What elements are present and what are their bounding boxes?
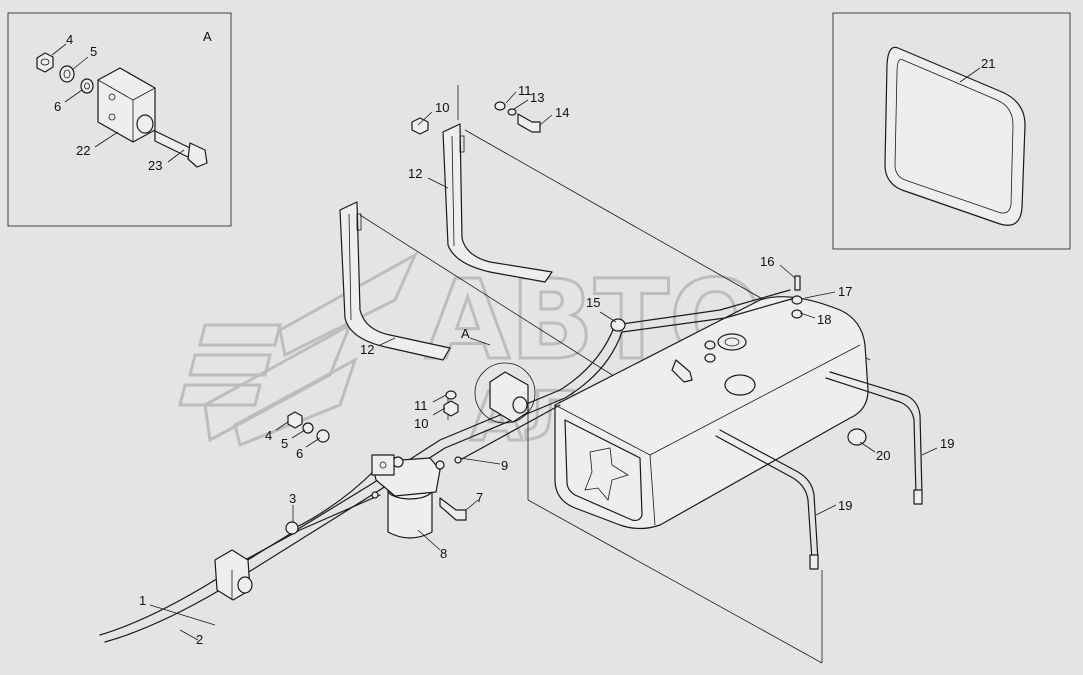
- callout-11-lower: 11: [414, 398, 428, 413]
- callout-16: 16: [760, 254, 774, 269]
- grommet-3: [285, 521, 299, 535]
- strap-19-front: [715, 429, 819, 570]
- drain-plug-20: [847, 428, 867, 446]
- view-a-clamp-block: [474, 362, 536, 424]
- washer-11-upper: [494, 101, 506, 111]
- callout-1: 1: [139, 593, 146, 608]
- callout-19-front: 19: [838, 498, 852, 513]
- callout-10-lower: 10: [414, 416, 428, 431]
- bolt-16: [794, 275, 801, 291]
- nut-10-upper: [411, 117, 429, 135]
- bracket-12-upper: [442, 123, 553, 283]
- washer-17: [791, 295, 803, 305]
- callout-7: 7: [476, 490, 483, 505]
- callout-9: 9: [501, 458, 508, 473]
- callout-18: 18: [817, 312, 831, 327]
- washer-6: [316, 429, 330, 443]
- nut-10-lower: [443, 400, 459, 417]
- washer-18: [791, 309, 803, 319]
- callout-15: 15: [586, 295, 600, 310]
- callout-labels: 1 2 3 4 5 6 7 8 9 10 10 11 11 12 12 13 1…: [139, 83, 954, 647]
- bracket-12-lower: [339, 201, 451, 361]
- strap-19-rear: [825, 371, 923, 505]
- nut-4-detail: [36, 52, 54, 73]
- nut-4: [287, 411, 303, 429]
- callout-5-detail: 5: [90, 44, 97, 59]
- filter-bracket: [371, 454, 395, 476]
- callout-6: 6: [296, 446, 303, 461]
- callout-2: 2: [196, 632, 203, 647]
- view-a-marker: A: [461, 326, 470, 341]
- callout-20: 20: [876, 448, 890, 463]
- washer-5-detail: [59, 65, 75, 83]
- filler-neck: [717, 333, 747, 351]
- callout-13: 13: [530, 90, 544, 105]
- callout-10-upper: 10: [435, 100, 449, 115]
- bolt-7: [439, 497, 467, 521]
- callout-14: 14: [555, 105, 569, 120]
- callout-12-lower: 12: [360, 342, 374, 357]
- callout-3: 3: [289, 491, 296, 506]
- washer-13: [507, 108, 517, 116]
- callout-5: 5: [281, 436, 288, 451]
- tank-end-panel: [564, 419, 643, 522]
- line-clamp-block: [214, 549, 253, 601]
- callout-12-upper: 12: [408, 166, 422, 181]
- bolt-14: [517, 113, 541, 133]
- detail-a-title: A: [203, 29, 212, 44]
- callout-19-rear: 19: [940, 436, 954, 451]
- washer-6-detail: [80, 78, 94, 94]
- seal-21: [884, 46, 1026, 226]
- washer-11-lower: [445, 390, 457, 400]
- callout-6-detail: 6: [54, 99, 61, 114]
- leader-lines: [149, 91, 938, 641]
- callout-21: 21: [981, 56, 995, 71]
- detail-box-seal: 21: [832, 12, 1071, 250]
- callout-4-detail: 4: [66, 32, 73, 47]
- callout-17: 17: [838, 284, 852, 299]
- callout-11-upper: 11: [518, 83, 532, 98]
- fuel-tank: [554, 296, 869, 530]
- hardware: [285, 101, 803, 535]
- callout-22: 22: [76, 143, 90, 158]
- callout-8: 8: [440, 546, 447, 561]
- washer-5: [302, 422, 314, 434]
- bolt-23: [154, 130, 191, 159]
- detail-box-a: A 4 5 6 22 23: [7, 12, 232, 227]
- grommet-15: [610, 318, 626, 332]
- callout-23: 23: [148, 158, 162, 173]
- watermark-logo: [178, 251, 419, 448]
- callout-4: 4: [265, 428, 272, 443]
- fuel-filter-8: [371, 454, 445, 539]
